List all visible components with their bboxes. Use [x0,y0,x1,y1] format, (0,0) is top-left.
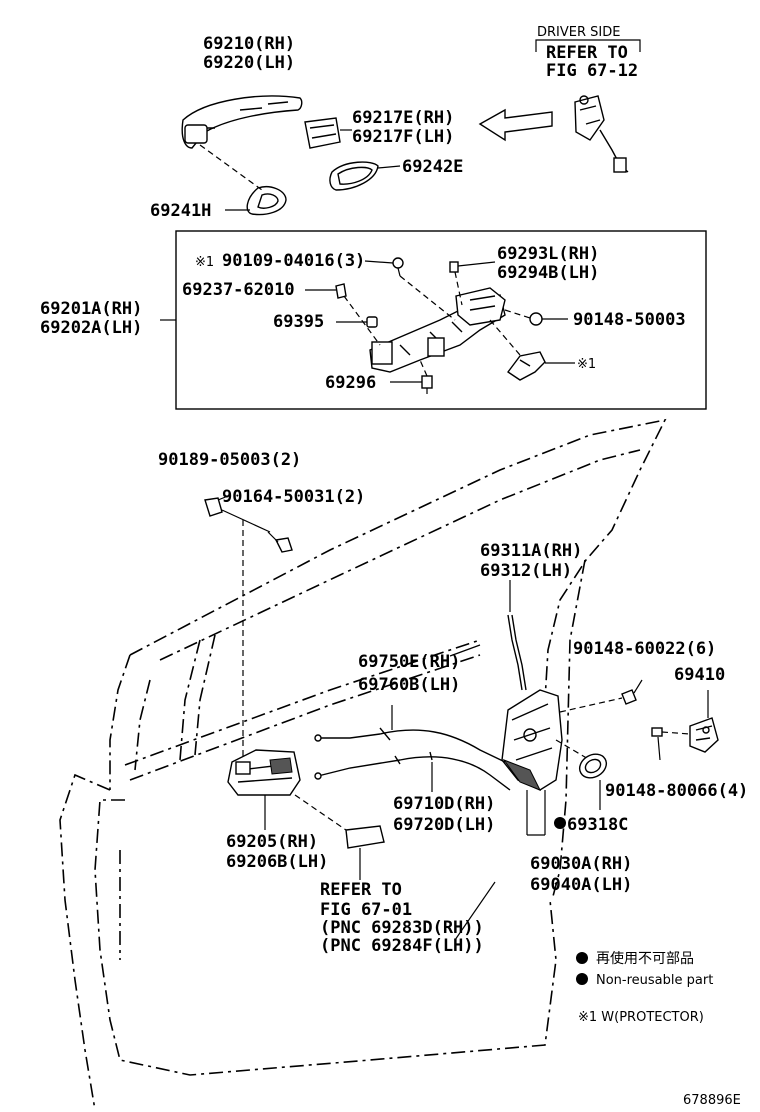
screw-90148-80066 [651,727,663,737]
label-69293l: 69293L(RH) [497,244,599,264]
nut-90148-50003 [529,312,543,326]
label-69294b: 69294B(LH) [497,263,599,283]
legend-dot-jp [576,952,588,964]
label-90164: 90164-50031(2) [222,487,365,507]
door-frame-outline [59,418,667,1111]
door-lock-assembly [501,689,563,791]
label-fig-67-01: FIG 67-01 [320,900,412,920]
handle-pad-69217 [304,117,341,149]
figure-id: 678896E [683,1093,741,1108]
label-69241h: 69241H [150,201,211,221]
label-69296: 69296 [325,373,376,393]
label-69217f: 69217F(LH) [352,127,454,147]
legend: 再使用不可部品 Non-reusable part ※1 W(PROTECTOR… [576,950,713,1025]
label-69201a: 69201A(RH) [40,299,142,319]
handle-gasket-rear [246,186,287,216]
inside-handle [227,749,301,796]
label-refer-to-2: REFER TO [320,880,402,900]
label-69210: 69210(RH) [203,34,295,54]
label-mark-protector: ※1 [577,357,596,372]
cover-69318c [578,753,608,779]
label-69205: 69205(RH) [226,832,318,852]
label-69720d: 69720D(LH) [393,815,495,835]
label-driver-side: DRIVER SIDE [537,25,620,40]
label-90189: 90189-05003(2) [158,450,301,470]
label-90109: 90109-04016(3) [222,251,365,271]
label-pnc-69283d: (PNC 69283D(RH)) [320,918,484,938]
label-69318c: 69318C [567,815,628,835]
bolt-90164 [267,531,293,553]
screw-90109 [392,257,404,277]
label-mark-90109: ※1 [195,255,214,270]
label-refer-to-1: REFER TO [546,43,628,63]
label-69410: 69410 [674,665,725,685]
label-69395: 69395 [273,312,324,332]
label-69750e: 69750E(RH) [358,652,460,672]
label-69311a: 69311A(RH) [480,541,582,561]
legend-en-text: Non-reusable part [596,973,713,988]
label-69220: 69220(LH) [203,53,295,73]
label-69030a: 69030A(RH) [530,854,632,874]
bolt-69296 [421,375,433,394]
screw-90148-60022 [621,689,637,705]
label-69710d: 69710D(RH) [393,794,495,814]
label-pnc-69284f: (PNC 69284F(LH)) [320,936,484,956]
label-69206b: 69206B(LH) [226,852,328,872]
label-69202a: 69202A(LH) [40,318,142,338]
label-69040a: 69040A(LH) [530,875,632,895]
legend-dot-en [576,973,588,985]
label-69312: 69312(LH) [480,561,572,581]
clip-69293 [449,261,459,273]
label-90148-50003: 90148-50003 [573,310,686,330]
non-reusable-dot-69318c [554,817,566,829]
labels: 69210(RH) 69220(LH) DRIVER SIDE REFER TO… [40,25,748,956]
lock-cylinder [574,95,629,173]
inside-handle-bezel [345,825,385,849]
legend-jp-text: 再使用不可部品 [596,950,694,967]
frame-assembly [369,287,506,373]
outside-handle [181,95,303,149]
label-69242e: 69242E [402,157,463,177]
bolt-90189 [204,497,223,517]
striker-69410 [689,717,719,753]
label-90148-60022: 90148-60022(6) [573,639,716,659]
label-69237: 69237-62010 [182,280,295,300]
pin-69237 [335,283,347,299]
handle-gasket-69242e [329,161,379,191]
pad-69395 [366,316,378,328]
label-69217e: 69217E(RH) [352,108,454,128]
lock-rod [507,614,527,691]
label-fig-67-12: FIG 67-12 [546,61,638,81]
cable-69710d [314,751,511,791]
label-90148-80066: 90148-80066(4) [605,781,748,801]
refer-arrow [478,108,553,142]
label-69760b: 69760B(LH) [358,675,460,695]
cable-69750e [314,727,506,763]
legend-note: ※1 W(PROTECTOR) [578,1010,704,1025]
protector-part [506,351,546,381]
